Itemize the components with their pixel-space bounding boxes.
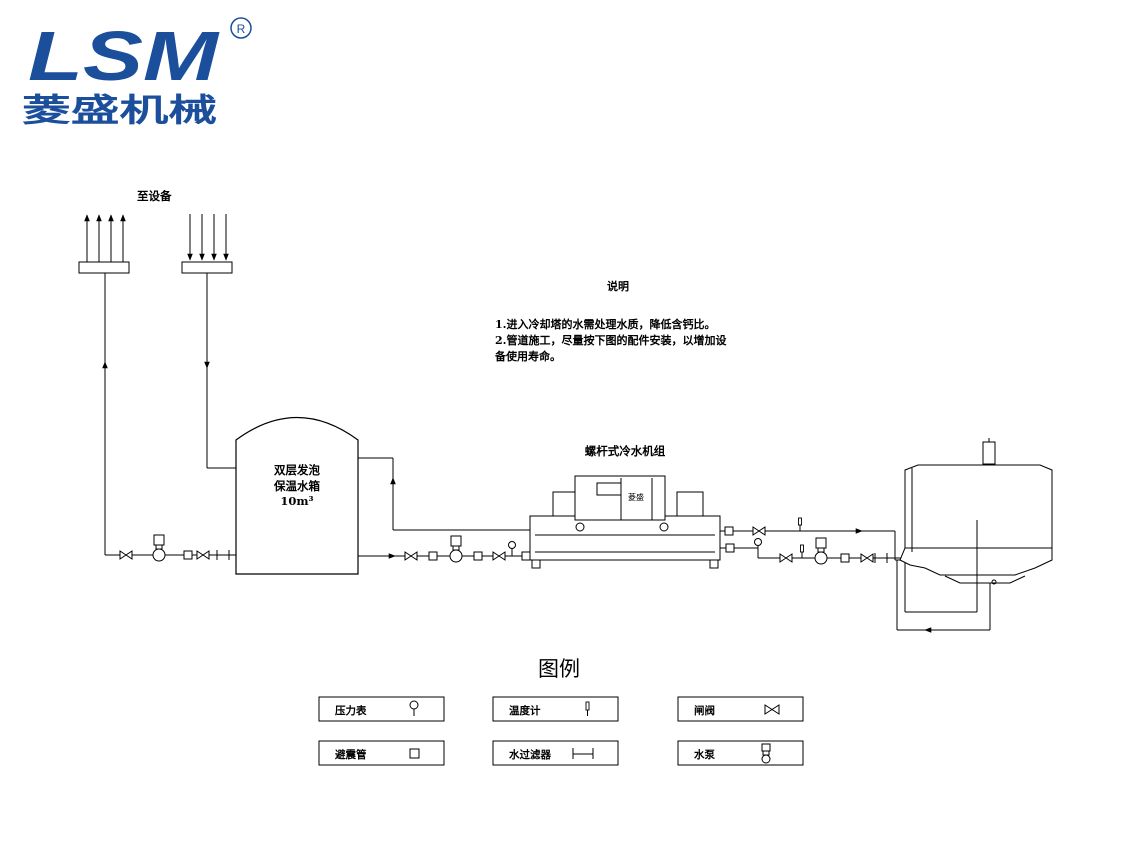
gate-valve-icon (764, 704, 780, 715)
tank-label-line-1: 双层发泡 (273, 463, 320, 477)
legend-label: 避震管 (334, 748, 367, 761)
shock-absorber-icon (409, 748, 420, 759)
thermometer-icon (585, 701, 590, 716)
tank-outlet-fittings (404, 535, 531, 563)
logo-latin-text: LSM (28, 17, 220, 95)
legend-label: 温度计 (509, 704, 541, 717)
legend-title: 图例 (538, 657, 580, 681)
registered-mark-icon (230, 17, 252, 39)
supply-header (78, 214, 130, 274)
note-line-2: 2.管道施工，尽量按下图的配件安装，以增加设 (495, 333, 727, 347)
return-pipe-to-tank (204, 273, 236, 469)
chiller-brand-badge: 菱盛 (628, 492, 644, 502)
tank-to-chiller-return (358, 457, 531, 531)
water-pump-icon (761, 743, 771, 764)
chiller-label: 螺杆式冷水机组 (585, 444, 666, 458)
pressure-gauge-icon (409, 700, 419, 716)
tank-label-line-3: 10m³ (280, 494, 313, 508)
insulated-water-tank: 双层发泡 保温水箱 10m³ (235, 416, 359, 575)
legend-label: 闸阀 (694, 704, 715, 717)
note-line-1: 1.进入冷却塔的水需处理水质，降低含钙比。 (495, 317, 715, 331)
legend-item-water-pump: 水泵 (677, 740, 804, 766)
legend-item-pressure-gauge: 压力表 (318, 696, 445, 722)
note-line-3: 备使用寿命。 (494, 349, 561, 363)
legend-label: 水过滤器 (508, 748, 551, 761)
notes-block: 说明 1.进入冷却塔的水需处理水质，降低含钙比。 2.管道施工，尽量按下图的配件… (494, 279, 727, 363)
legend-item-water-filter: 水过滤器 (492, 740, 619, 766)
company-logo: LSM R 菱盛机械 (22, 17, 252, 129)
tank-label-line-2: 保温水箱 (273, 479, 320, 493)
chiller-to-tower (720, 528, 908, 561)
logo-chinese-text: 菱盛机械 (22, 91, 217, 129)
notes-title: 说明 (607, 279, 629, 293)
tower-line-fittings (724, 517, 888, 565)
legend-item-shock-absorber: 避震管 (318, 740, 445, 766)
return-header (181, 214, 233, 274)
left-pipe-fittings (119, 534, 230, 562)
legend-item-thermometer: 温度计 (492, 696, 619, 722)
svg-text:R: R (237, 22, 246, 36)
cooling-tower (899, 438, 1053, 585)
water-filter-icon (572, 748, 594, 759)
to-equipment-label: 至设备 (137, 189, 172, 203)
legend-item-gate-valve: 闸阀 (677, 696, 804, 722)
supply-pipe-left (102, 273, 236, 556)
legend-label: 压力表 (335, 704, 367, 717)
screw-chiller-unit: 菱盛 (529, 475, 721, 569)
legend-label: 水泵 (693, 748, 715, 761)
